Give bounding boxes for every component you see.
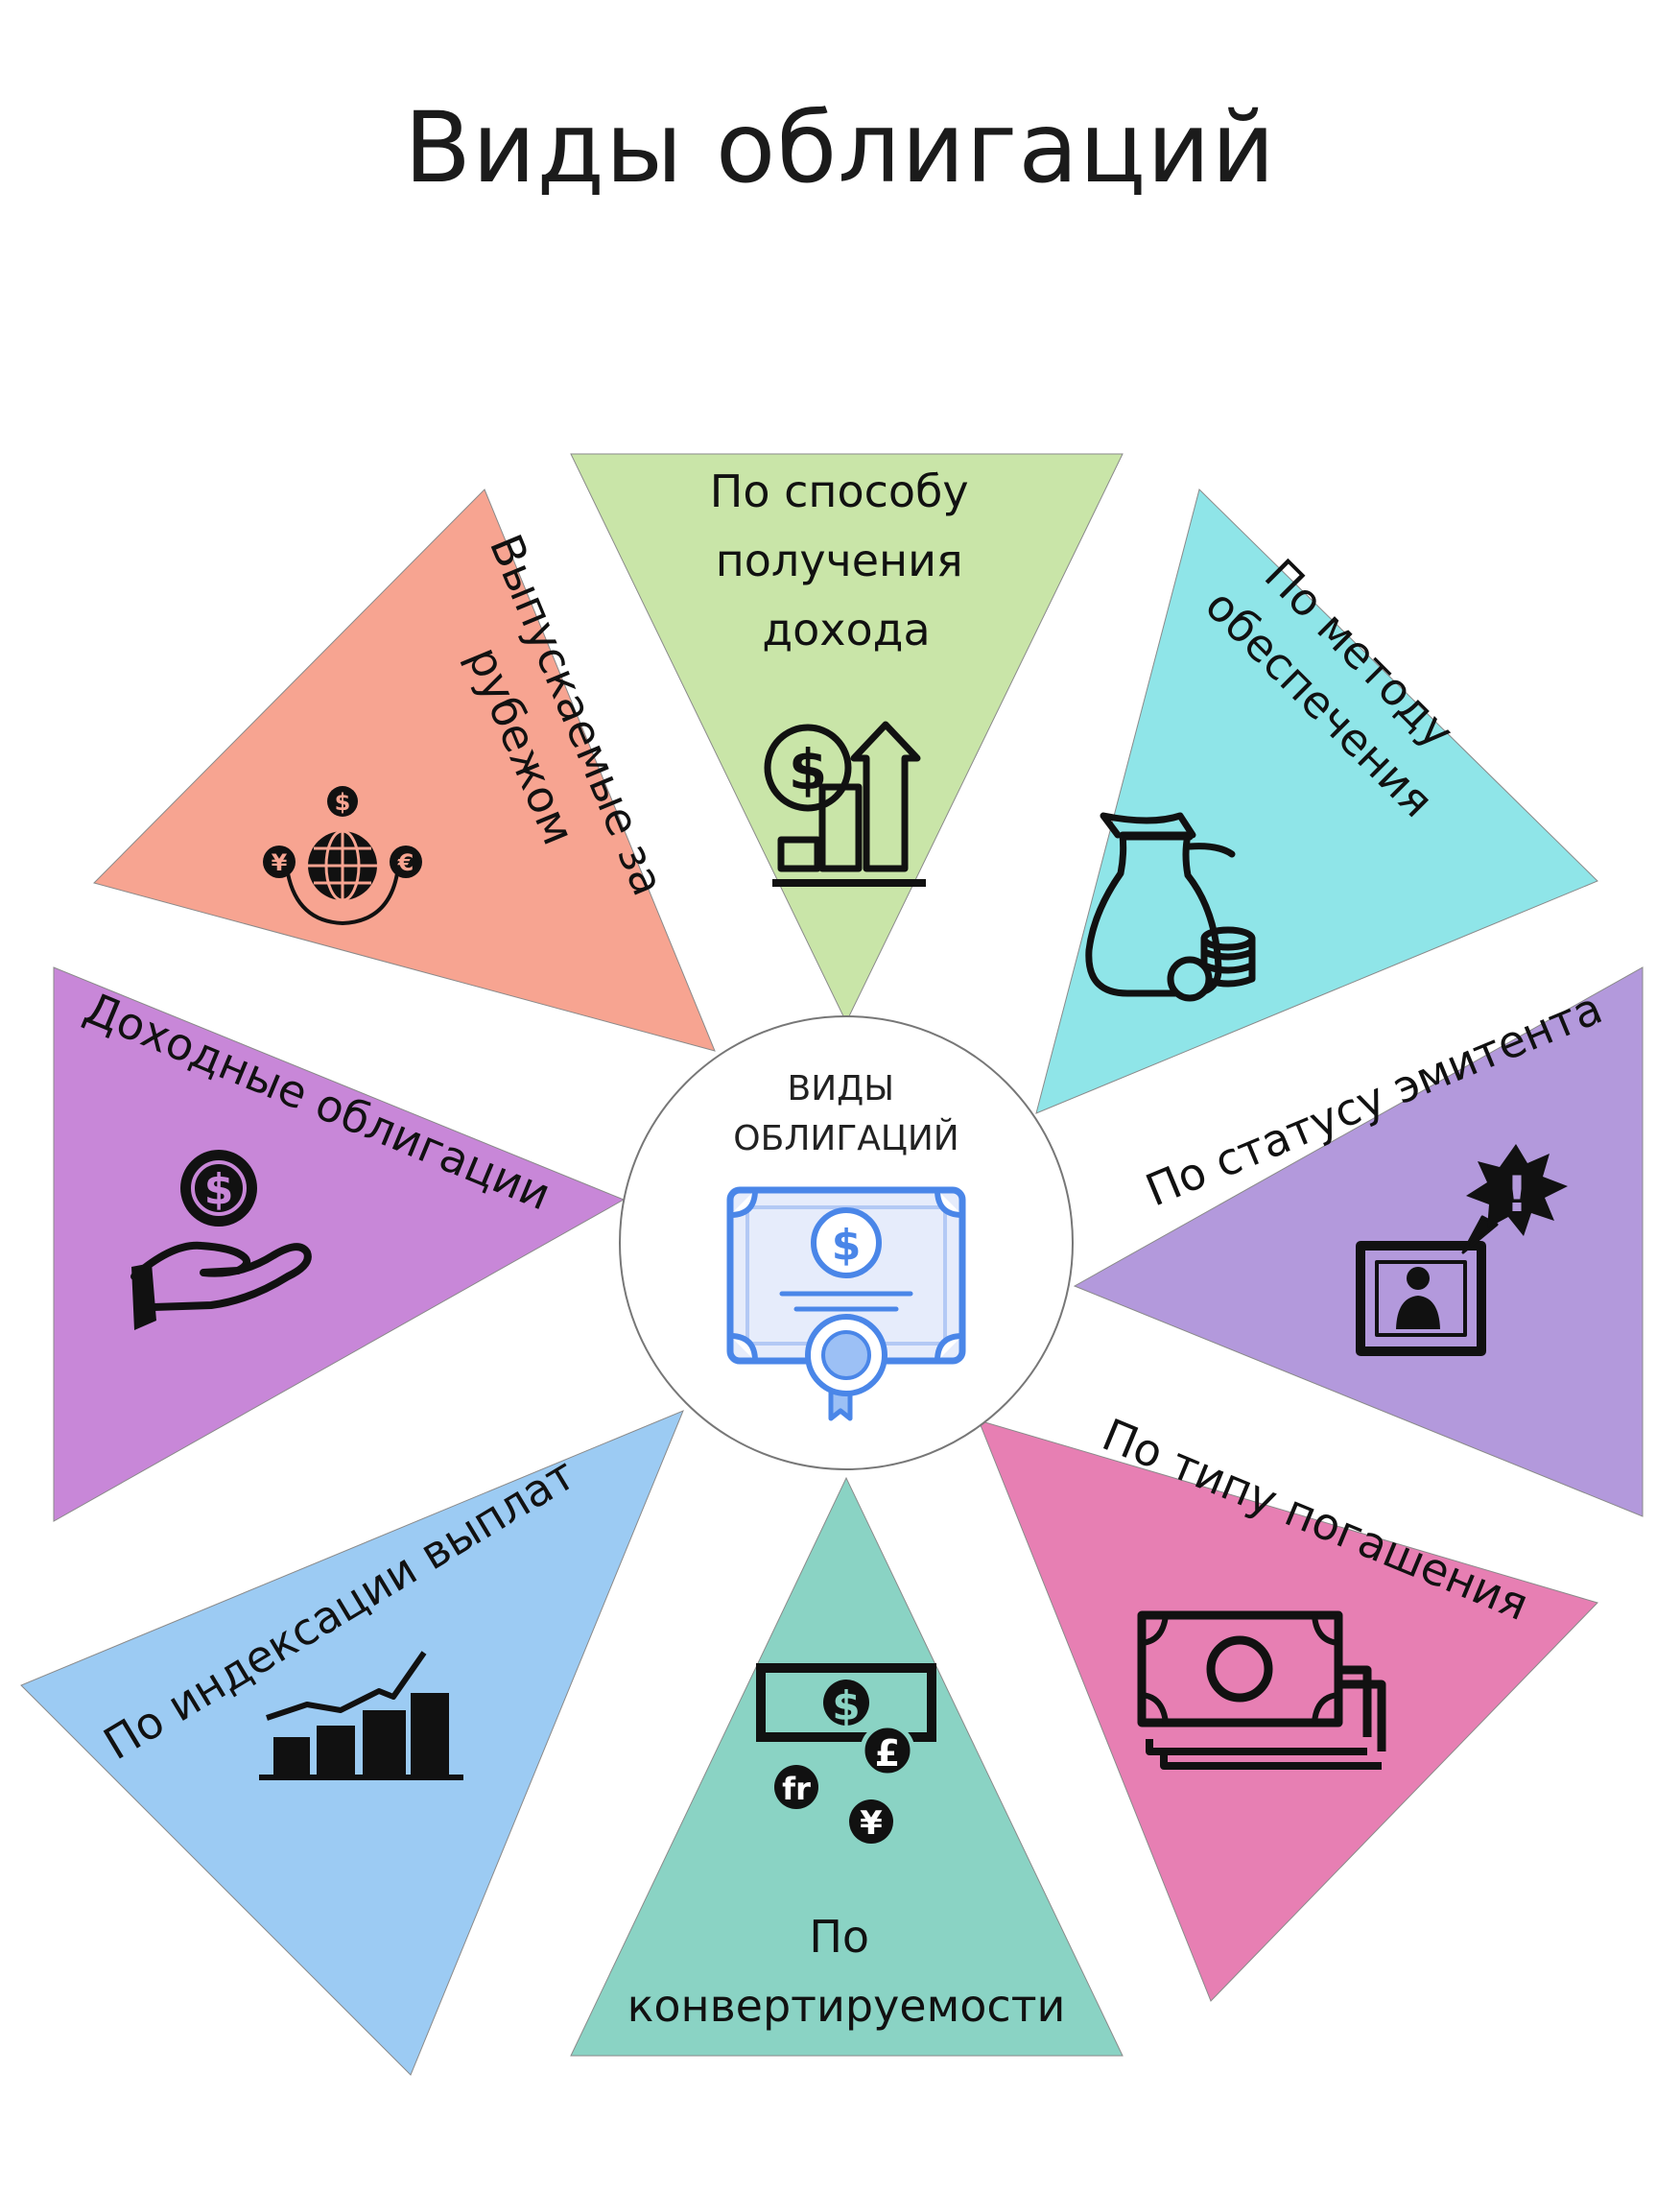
money-bag-coins-icon (1085, 812, 1256, 1002)
growth-chart-dollar-icon: $ (764, 721, 926, 887)
svg-text:$: $ (832, 1221, 862, 1270)
svg-text:fr: fr (782, 1771, 811, 1807)
svg-text:$: $ (832, 1682, 860, 1729)
segment-convert (570, 1476, 1124, 2057)
segment-security (1035, 488, 1598, 1114)
segment-yield (53, 966, 626, 1522)
svg-text:$: $ (335, 789, 351, 816)
svg-text:¥: ¥ (860, 1804, 883, 1843)
globe-currencies-icon: $ ¥ € (263, 786, 422, 926)
svg-text:¥: ¥ (272, 849, 288, 876)
svg-text:£: £ (875, 1732, 900, 1775)
banknotes-stack-icon (1137, 1610, 1386, 1770)
hand-coin-icon: $ (130, 1150, 312, 1330)
label-income: По способу получения дохода (710, 465, 983, 655)
segment-foreign (93, 488, 716, 1052)
bond-certificate-icon: $ (726, 1186, 966, 1421)
svg-text:€: € (397, 849, 414, 876)
currency-exchange-icon: $ £ fr ¥ (756, 1663, 936, 1844)
page-title: Виды облигаций (404, 91, 1276, 205)
svg-text:$: $ (204, 1165, 234, 1214)
bar-chart-trend-icon (259, 1651, 463, 1780)
center-label: ВИДЫ ОБЛИГАЦИЙ (733, 1069, 958, 1158)
segment-income (570, 453, 1124, 1024)
alert-user-portrait-icon: ! (1356, 1144, 1568, 1356)
label-convert: По конвертируемости (627, 1911, 1066, 2032)
svg-text:!: ! (1505, 1166, 1528, 1224)
